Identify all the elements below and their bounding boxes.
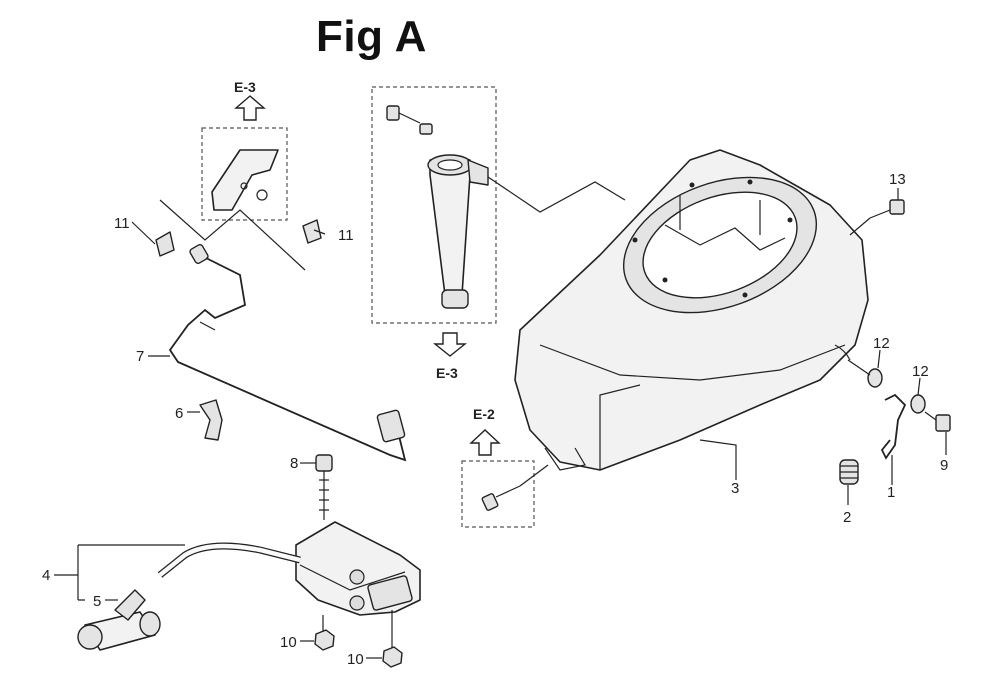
label-part-5: 5 bbox=[93, 593, 101, 610]
filler-tube-group-box bbox=[371, 86, 497, 324]
label-part-3: 3 bbox=[731, 480, 739, 497]
label-part-10-left: 10 bbox=[280, 634, 297, 651]
oil-filler-tube bbox=[427, 154, 489, 309]
ref-arrow-e3-mid bbox=[433, 332, 467, 357]
ref-label-e2: E-2 bbox=[473, 406, 495, 422]
nut-10-left bbox=[314, 629, 335, 651]
label-part-7: 7 bbox=[136, 348, 144, 365]
fan-shroud bbox=[514, 149, 869, 471]
label-part-10-right: 10 bbox=[347, 651, 364, 668]
label-part-1: 1 bbox=[887, 484, 895, 501]
nut-2 bbox=[839, 459, 859, 485]
ref-label-e3-top: E-3 bbox=[234, 79, 256, 95]
ref-label-e3-mid: E-3 bbox=[436, 365, 458, 381]
label-part-6: 6 bbox=[175, 405, 183, 422]
nut-10-right bbox=[382, 646, 403, 668]
label-part-2: 2 bbox=[843, 509, 851, 526]
label-part-4: 4 bbox=[42, 567, 50, 584]
filler-tube-bolt bbox=[386, 105, 433, 135]
washer-12-right bbox=[910, 394, 926, 414]
ref-arrow-e3-top bbox=[234, 95, 266, 121]
bolt-13 bbox=[849, 199, 905, 236]
stop-wire bbox=[168, 243, 407, 462]
wire-clip-right bbox=[302, 219, 322, 244]
ignition-coil-bolt bbox=[315, 454, 333, 520]
figure-title: Fig A bbox=[316, 12, 427, 61]
label-part-11-right: 11 bbox=[338, 227, 354, 244]
shroud-bolt-lower bbox=[481, 464, 549, 511]
label-part-11-left: 11 bbox=[114, 215, 130, 232]
grommet bbox=[199, 399, 223, 441]
label-part-12-right: 12 bbox=[912, 363, 929, 380]
bolt-9 bbox=[924, 411, 951, 432]
label-part-9: 9 bbox=[940, 457, 948, 474]
label-part-12-left: 12 bbox=[873, 335, 890, 352]
washer-12-left bbox=[867, 368, 883, 388]
spark-plug-cap bbox=[77, 589, 161, 651]
wire-clip-left bbox=[155, 231, 175, 257]
label-part-8: 8 bbox=[290, 455, 298, 472]
latch-spring bbox=[880, 393, 907, 460]
ref-arrow-e2 bbox=[469, 429, 501, 456]
high-tension-cable bbox=[157, 542, 301, 578]
wire-bracket bbox=[211, 149, 279, 211]
e2-group-box bbox=[461, 460, 535, 528]
bracket-group-box bbox=[201, 127, 288, 221]
label-part-13: 13 bbox=[889, 171, 906, 188]
ignition-coil bbox=[295, 521, 421, 616]
